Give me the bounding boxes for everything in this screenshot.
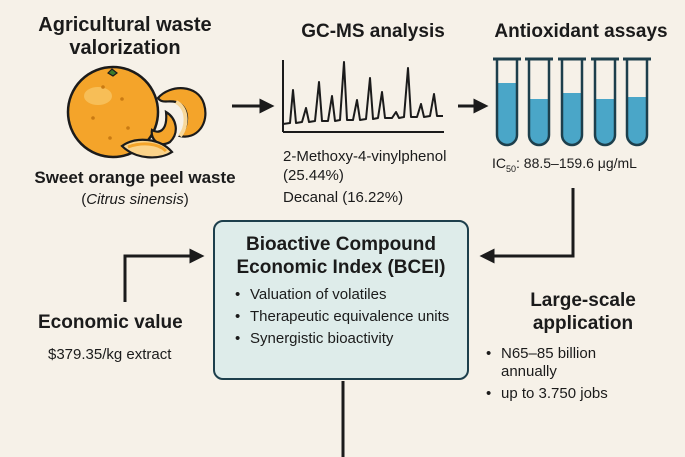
- chromatogram-icon: [282, 60, 444, 133]
- application-bullet: N65–85 billion annually: [486, 345, 636, 381]
- source-title-line1: Agricultural waste: [38, 14, 212, 36]
- compound1-percentage: (25.44%): [283, 167, 344, 184]
- species-name: Citrus sinensis: [86, 191, 184, 208]
- species-line: (Citrus sinensis): [81, 191, 189, 208]
- bcei-title-line1: Bioactive Compound: [245, 234, 436, 255]
- application-title-line2: application: [532, 313, 634, 334]
- test-tubes-icon: [493, 57, 651, 147]
- application-bullet: up to 3.750 jobs: [486, 385, 636, 403]
- orange-peel-icon: [120, 87, 207, 159]
- source-caption-block: Sweet orange peel waste (Citrus sinensis…: [10, 168, 260, 209]
- compound1-name: 2-Methoxy-4-vinylphenol: [283, 148, 447, 165]
- application-title-line1: Large-scale: [530, 290, 636, 311]
- economic-title: Economic value: [38, 312, 183, 333]
- orange-fruit-icon: [66, 65, 160, 159]
- bcei-box: Bioactive Compound Economic Index (BCEI)…: [213, 220, 469, 380]
- arrow-assays-to-bcei: [479, 188, 575, 264]
- gcms-title: GC-MS analysis: [301, 21, 445, 42]
- assays-title: Antioxidant assays: [494, 21, 668, 42]
- application-title: Large-scale application: [488, 289, 678, 335]
- compound2: Decanal (16.22%): [283, 189, 404, 206]
- ic50-value: IC50: 88.5–159.6 μg/mL: [492, 155, 682, 174]
- gcms-results: 2-Methoxy-4-vinylphenol (25.44%) Decanal…: [283, 147, 473, 207]
- bcei-bullet-list: Valuation of volatiles Therapeutic equiv…: [235, 286, 463, 352]
- arrow-economic-to-bcei: [123, 248, 205, 302]
- bcei-bullet: Synergistic bioactivity: [235, 330, 463, 348]
- bcei-bullet: Valuation of volatiles: [235, 286, 463, 304]
- source-title-line2: valorization: [69, 37, 181, 59]
- ic-range: : 88.5–159.6 μg/mL: [516, 155, 637, 171]
- application-bullet-list: N65–85 billion annually up to 3.750 jobs: [486, 345, 636, 407]
- ic-subscript: 50: [506, 163, 517, 174]
- source-caption: Sweet orange peel waste: [34, 168, 236, 187]
- source-title: Agricultural waste valorization: [30, 14, 220, 60]
- ic-prefix: IC: [492, 155, 506, 171]
- bcei-title-line2: Economic Index (BCEI): [236, 257, 446, 278]
- bcei-title: Bioactive Compound Economic Index (BCEI): [215, 233, 467, 279]
- economic-value: $379.35/kg extract: [48, 346, 172, 363]
- bcei-bullet: Therapeutic equivalence units: [235, 308, 463, 326]
